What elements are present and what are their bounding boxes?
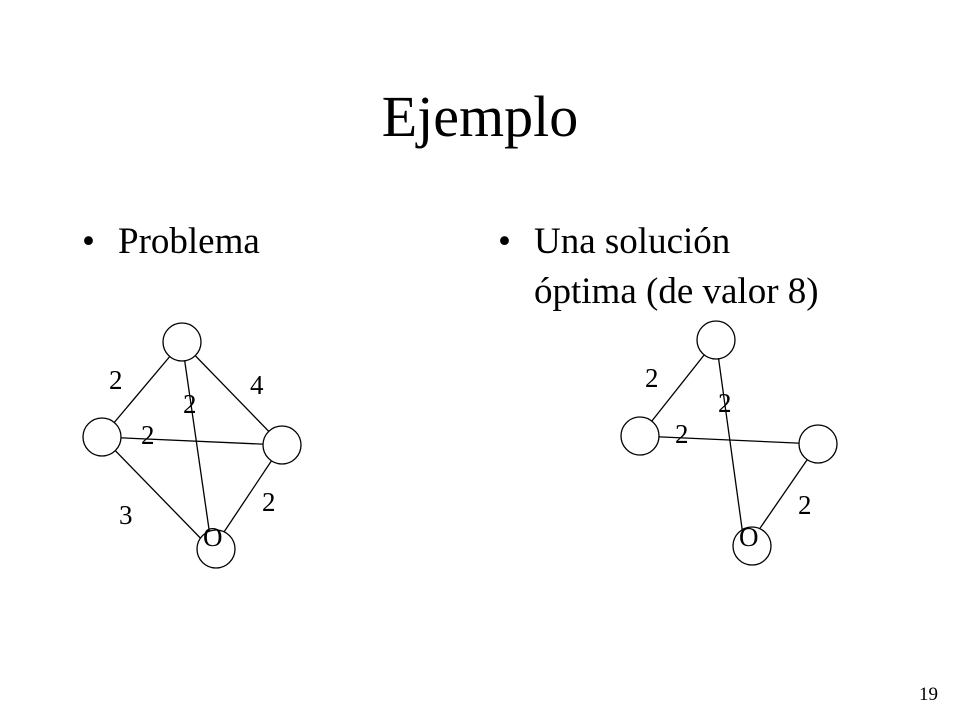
problem-weight-left-origin: 3: [119, 500, 133, 530]
problem-weight-top-left: 2: [109, 365, 123, 395]
problem-node-left: [82, 417, 122, 457]
solution-node-origin: [732, 526, 772, 566]
bullet-solucion: • Una solución óptima (de valor 8): [498, 217, 918, 317]
solution-weight-left-right: 2: [675, 419, 689, 449]
page-number: 19: [919, 684, 938, 705]
bullet-dot: •: [82, 221, 95, 262]
problem-weight-top-right: 4: [250, 370, 264, 400]
solution-node-top: [696, 320, 736, 360]
problem-edge-top-left: [101, 341, 183, 438]
problem-weight-top-origin: 2: [183, 389, 197, 419]
bullet-problema-text: Problema: [118, 221, 260, 262]
solution-edge-left-right: [639, 435, 819, 445]
bullet-problema: • Problema: [82, 217, 260, 267]
bullet-dot: •: [498, 221, 511, 262]
problem-edge-top-right: [181, 341, 283, 446]
problem-node-origin: [196, 529, 236, 569]
problem-node-top: [162, 322, 202, 362]
problem-edge-left-right: [101, 436, 283, 446]
solution-weight-top-origin: 2: [718, 388, 732, 418]
solution-weight-right-origin: 2: [798, 490, 812, 520]
problem-edge-left-origin: [101, 436, 213, 551]
problem-origin-label: O: [203, 522, 223, 552]
solution-weight-top-left: 2: [645, 363, 659, 393]
bullet-solucion-text: Una solución óptima (de valor 8): [534, 217, 819, 317]
bullet-solucion-line-2: óptima (de valor 8): [534, 271, 819, 312]
slide-title: Ejemplo: [381, 84, 579, 149]
solution-edge-top-origin: [715, 339, 746, 551]
problem-node-right: [262, 425, 302, 465]
problem-weight-left-right: 2: [141, 420, 155, 450]
solution-node-right: [798, 424, 838, 464]
problem-weight-right-origin: 2: [262, 487, 276, 517]
solution-node-left: [620, 416, 660, 456]
solution-edge-top-left: [639, 339, 717, 437]
problem-edge-top-origin: [181, 341, 213, 551]
solution-origin-label: O: [739, 522, 759, 552]
bullet-solucion-line-1: Una solución: [534, 221, 731, 262]
